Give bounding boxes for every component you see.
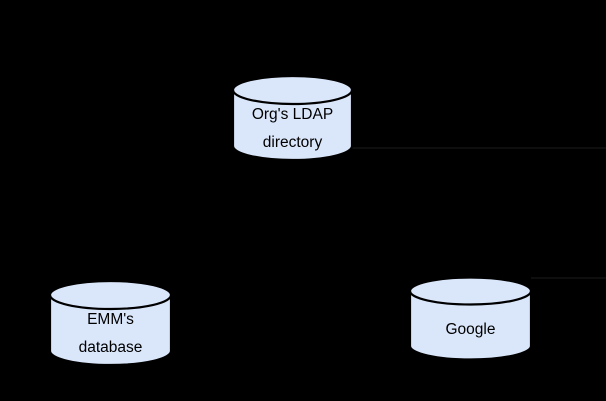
database-cylinder-icon bbox=[408, 276, 533, 361]
node-orgs-ldap-directory: Org's LDAP directory bbox=[231, 74, 354, 162]
node-google: Google bbox=[408, 276, 533, 362]
database-cylinder-icon bbox=[231, 74, 354, 162]
database-cylinder-icon bbox=[48, 279, 173, 367]
node-emms-database: EMM's database bbox=[48, 279, 173, 367]
